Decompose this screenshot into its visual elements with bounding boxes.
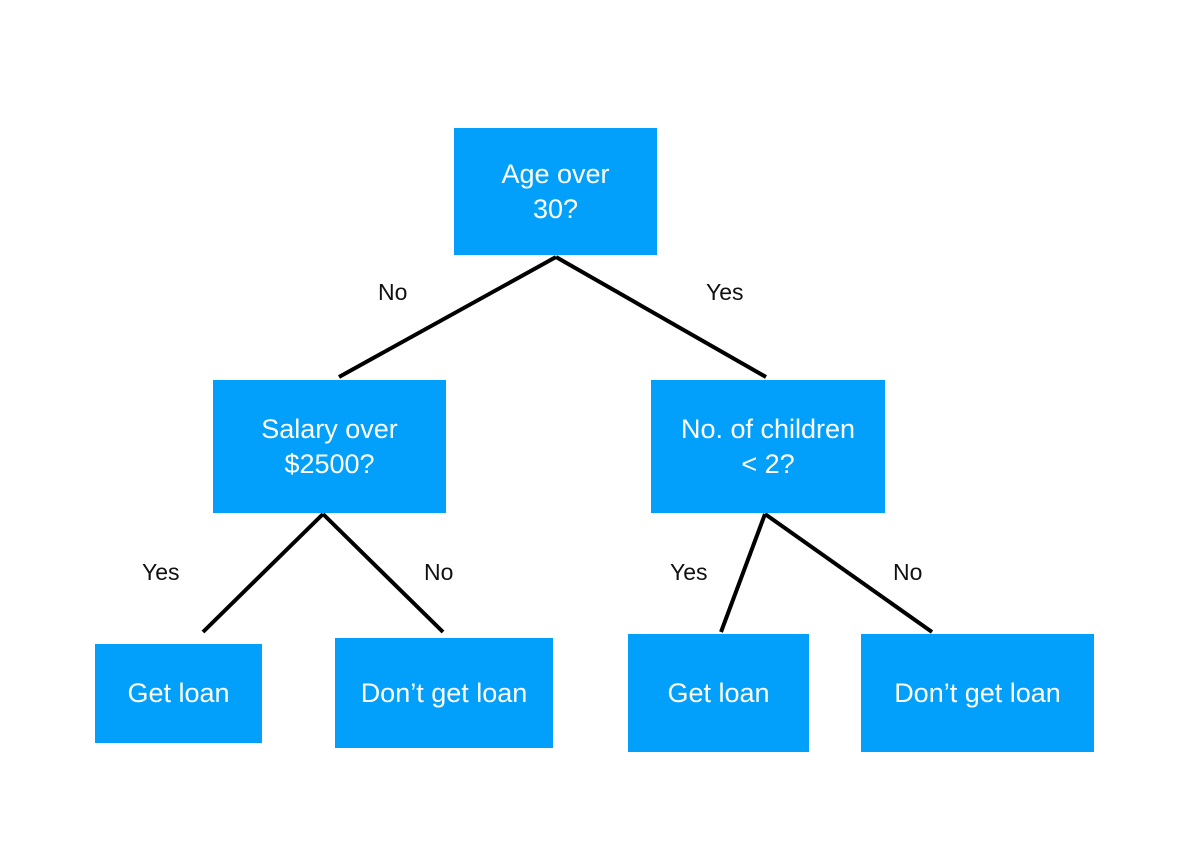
leaf-dont-get-loan-2-label: Don’t get loan xyxy=(894,677,1061,708)
edge-line-children-leaf3 xyxy=(719,513,767,633)
edge-label-salary-leaf2: No xyxy=(424,559,454,585)
edge-line-salary-leaf2 xyxy=(321,512,445,634)
leaf-get-loan-1-label: Get loan xyxy=(127,678,230,708)
node-age-line2: 30? xyxy=(532,193,579,224)
node-salary-line1: Salary over xyxy=(261,413,398,444)
leaf-dont-get-loan-1: Don’t get loan xyxy=(335,638,553,748)
edge-label-children-leaf3: Yes xyxy=(670,559,708,585)
edge-line-children-leaf4 xyxy=(763,512,934,634)
node-children-under-2: No. of children < 2? xyxy=(651,380,885,513)
edge-line-root-salary xyxy=(338,255,557,379)
node-salary-line2: $2500? xyxy=(284,448,375,479)
leaf-dont-get-loan-2: Don’t get loan xyxy=(861,634,1094,752)
edge-label-children-leaf4: No xyxy=(893,559,923,585)
node-age-over-30: Age over 30? xyxy=(454,128,657,255)
edge-line-root-children xyxy=(555,255,767,379)
edge-label-salary-leaf1: Yes xyxy=(142,559,180,585)
node-children-line1: No. of children xyxy=(680,413,856,444)
leaf-dont-get-loan-1-label: Don’t get loan xyxy=(360,677,528,708)
leaf-get-loan-2-label: Get loan xyxy=(667,677,770,708)
leaf-get-loan-2: Get loan xyxy=(628,634,809,752)
leaf-get-loan-1: Get loan xyxy=(95,644,262,743)
node-children-line2: < 2? xyxy=(741,448,795,479)
node-salary-over-2500: Salary over $2500? xyxy=(213,380,446,513)
edge-label-root-salary: No xyxy=(378,279,408,305)
edge-line-salary-leaf1 xyxy=(201,512,325,634)
edge-label-root-children: Yes xyxy=(706,279,744,305)
node-age-line1: Age over xyxy=(501,158,610,189)
